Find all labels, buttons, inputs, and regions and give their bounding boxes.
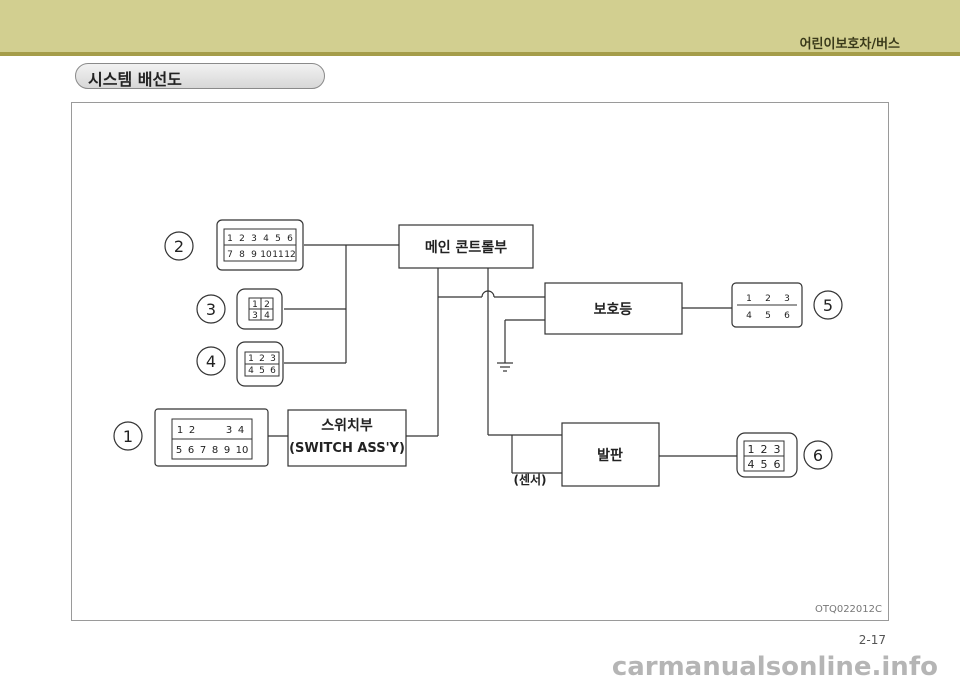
svg-text:1: 1	[177, 425, 183, 436]
svg-text:8: 8	[212, 445, 218, 456]
svg-text:3: 3	[784, 294, 790, 304]
svg-text:2: 2	[239, 234, 245, 244]
watermark: carmanualsonline.info	[611, 652, 938, 682]
callout-5	[813, 290, 843, 320]
header-bar	[0, 0, 960, 52]
svg-text:5: 5	[259, 366, 265, 376]
header-divider	[0, 52, 960, 56]
figure-code: OTQ022012C	[814, 604, 882, 615]
svg-text:3: 3	[226, 425, 232, 436]
svg-text:2: 2	[259, 354, 265, 364]
connector-5: 1 2 3 4 5 6	[731, 282, 803, 328]
svg-text:2: 2	[761, 443, 768, 456]
svg-text:4: 4	[746, 311, 752, 321]
footboard-box	[561, 422, 660, 487]
switch-box	[287, 409, 407, 467]
page-number: 2-17	[858, 633, 886, 647]
svg-text:4: 4	[248, 366, 254, 376]
section-title-pill: 시스템 배선도	[75, 63, 325, 89]
callout-2	[164, 231, 194, 261]
svg-text:7: 7	[227, 250, 233, 260]
callout-1	[113, 421, 143, 451]
svg-text:1: 1	[252, 300, 258, 310]
svg-text:2: 2	[264, 300, 270, 310]
svg-text:4: 4	[263, 234, 269, 244]
svg-text:5: 5	[823, 296, 833, 315]
svg-text:4: 4	[206, 352, 216, 371]
svg-text:5: 5	[275, 234, 281, 244]
connector-1: 1 2 3 4 5 6 7 8 9 10	[154, 408, 269, 467]
wiring-diagram-frame: 메인 콘트롤부 보호등 발판 스위치부 (SWITCH ASS'Y) (센서) …	[71, 102, 889, 621]
svg-text:6: 6	[287, 234, 293, 244]
svg-text:1: 1	[748, 443, 755, 456]
sensor-label: (센서)	[513, 472, 546, 487]
main-control-label: 메인 콘트롤부	[425, 239, 507, 256]
connector-3: 1 2 3 4	[236, 288, 283, 330]
svg-text:11: 11	[272, 250, 283, 260]
svg-text:1: 1	[227, 234, 233, 244]
svg-text:5: 5	[765, 311, 771, 321]
svg-text:12: 12	[284, 250, 295, 260]
footboard-label: 발판	[597, 447, 623, 464]
callout-4	[196, 346, 226, 376]
svg-text:5: 5	[761, 458, 768, 471]
header-title: 어린이보호차/버스	[799, 37, 900, 52]
svg-text:3: 3	[206, 300, 216, 319]
switch-label-1: 스위치부	[321, 418, 373, 434]
protect-light-box	[544, 282, 683, 335]
protect-light-label: 보호등	[594, 302, 633, 318]
svg-text:2: 2	[174, 237, 184, 256]
svg-text:6: 6	[813, 446, 823, 465]
connector-2: 1 2 3 4 5 6 7 8 9 10 11 12	[216, 219, 304, 271]
switch-label-2: (SWITCH ASS'Y)	[289, 441, 405, 456]
svg-text:2: 2	[189, 425, 195, 436]
svg-text:6: 6	[774, 458, 781, 471]
connector-6: 1 2 3 4 5 6	[736, 432, 798, 478]
svg-text:9: 9	[224, 445, 230, 456]
svg-text:3: 3	[252, 311, 258, 321]
svg-text:9: 9	[251, 250, 257, 260]
svg-text:4: 4	[748, 458, 755, 471]
svg-text:3: 3	[270, 354, 276, 364]
svg-text:8: 8	[239, 250, 245, 260]
svg-text:6: 6	[270, 366, 276, 376]
svg-text:7: 7	[200, 445, 206, 456]
svg-text:1: 1	[123, 427, 133, 446]
wiring-diagram: 메인 콘트롤부 보호등 발판 스위치부 (SWITCH ASS'Y) (센서) …	[113, 219, 843, 487]
svg-text:6: 6	[784, 311, 790, 321]
svg-text:4: 4	[238, 425, 244, 436]
connector-4: 1 2 3 4 5 6	[236, 341, 284, 387]
svg-text:2: 2	[765, 294, 771, 304]
svg-text:10: 10	[236, 445, 249, 456]
main-control-box	[398, 224, 534, 269]
svg-text:5: 5	[176, 445, 182, 456]
callout-3	[196, 294, 226, 324]
svg-text:1: 1	[248, 354, 254, 364]
svg-text:6: 6	[188, 445, 194, 456]
svg-text:10: 10	[260, 250, 272, 260]
callout-6	[803, 440, 833, 470]
svg-text:4: 4	[264, 311, 270, 321]
section-title: 시스템 배선도	[88, 70, 182, 89]
svg-text:3: 3	[774, 443, 781, 456]
svg-text:1: 1	[746, 294, 752, 304]
svg-text:3: 3	[251, 234, 257, 244]
